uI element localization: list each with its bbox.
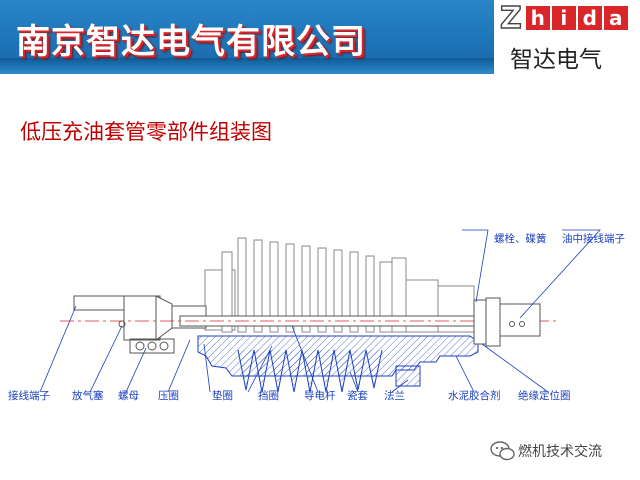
callout-flange: 法兰 [384,390,405,402]
oil-terminal [473,297,541,347]
callout-oil-terminal: 油中接线端子 [562,233,625,245]
callout-leaders [39,229,601,393]
slide-title: 低压充油套管零部件组装图 [20,120,272,144]
callout-cement: 水泥胶合剂 [448,390,501,402]
callout-press-ring: 压圈 [158,390,179,402]
porcelain-section [197,335,479,393]
logo-letter: h [525,6,550,30]
callout-insulation-ring: 绝缘定位圈 [518,390,571,402]
callout-retaining-ring: 挡圈 [258,390,279,402]
header-band [0,58,640,74]
watermark-text: 燃机技术交流 [518,444,602,460]
callout-vent-plug: 放气塞 [72,390,104,402]
porcelain-sheds [204,237,475,333]
flange [395,365,421,387]
logo-chinese-name: 智达电气 [510,47,602,73]
wechat-watermark: 燃机技术交流 [490,440,602,464]
callout-conductor-rod: 导电杆 [304,390,336,402]
wechat-icon [490,441,515,461]
callout-porcelain: 瓷套 [347,390,368,402]
logo-letter: a [603,6,628,30]
callout-washer: 垫圈 [212,390,233,402]
callout-bolt-disc-spring: 螺栓、碟簧 [494,233,547,245]
company-name: 南京智达电气有限公司 [16,22,366,62]
logo-letter: d [577,6,602,30]
callout-terminal: 接线端子 [8,390,50,402]
logo-letter: i [551,6,576,30]
logo-initial: Z [499,1,522,36]
callout-nut: 螺母 [118,390,139,402]
